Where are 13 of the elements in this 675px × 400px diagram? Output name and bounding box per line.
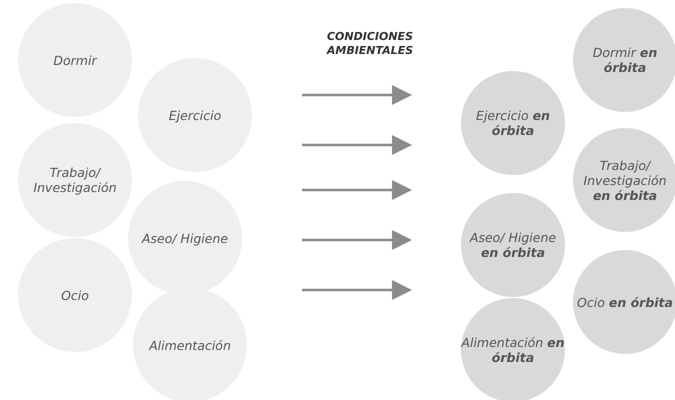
activity-label: Alimentación — [149, 338, 231, 352]
heading-label: CONDICIONES AMBIENTALES — [325, 30, 414, 58]
activity-label: Trabajo/ Investigación en órbita — [582, 158, 668, 202]
activity-label: Aseo/ Higiene — [142, 230, 228, 246]
activity-label: Dormir en órbita — [592, 45, 658, 75]
activity-label: Dormir — [53, 52, 97, 68]
activity-label: Trabajo/ Investigación — [32, 165, 118, 195]
activity-label: Ocio en órbita — [577, 294, 673, 310]
activity-label: Ocio — [61, 288, 89, 302]
activity-label: Alimentación en órbita — [461, 335, 565, 365]
activity-label: Ejercicio en órbita — [475, 108, 551, 138]
activity-label: Ejercicio — [168, 108, 222, 122]
activity-label: Aseo/ Higiene en órbita — [468, 230, 558, 260]
